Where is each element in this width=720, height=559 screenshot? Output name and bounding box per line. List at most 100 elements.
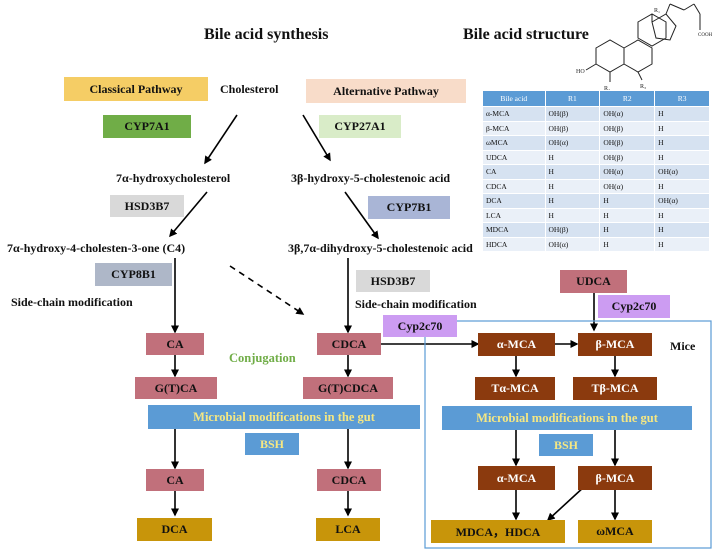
node-ca: CA xyxy=(146,333,204,355)
cholesterol-label: Cholesterol xyxy=(220,82,279,96)
table-cell: H xyxy=(544,164,601,180)
intermediate-hydroxycholesterol: 7α-hydroxycholesterol xyxy=(116,171,231,185)
conjugation-label: Conjugation xyxy=(229,351,296,365)
arrow-cholesterol-to-hydroxycholesterol xyxy=(204,114,238,165)
intermediate-cholestenoic: 3β-hydroxy-5-cholestenoic acid xyxy=(291,171,451,185)
table-cell: OH(α) xyxy=(654,193,710,209)
table-cell: OH(α) xyxy=(599,178,656,194)
table-cell: H xyxy=(654,106,710,122)
node-mdca-hdca: MDCA，HDCA xyxy=(431,520,565,543)
side-chain-left: Side-chain modification xyxy=(11,295,133,309)
table-cell: UDCA xyxy=(482,149,546,165)
table-cell: H xyxy=(599,193,656,209)
table-cell: H xyxy=(654,236,710,252)
intermediate-dihydroxy: 3β,7α-dihydroxy-5-cholestenoic acid xyxy=(288,241,473,255)
arrow-dashed-c4-to-cdca xyxy=(229,265,305,315)
table-cell: OH(β) xyxy=(544,222,601,238)
arrow-hydroxycholesterol-to-c4 xyxy=(169,191,208,238)
table-cell: OH(α) xyxy=(544,135,601,151)
table-header-cell: R1 xyxy=(544,90,601,107)
enzyme-hsd3b7-left: HSD3B7 xyxy=(110,195,184,217)
table-cell: H xyxy=(654,135,710,151)
side-chain-right: Side-chain modification xyxy=(355,297,477,311)
table-cell: H xyxy=(544,178,601,194)
structure-label-ho: HO xyxy=(576,69,585,75)
arrow-bmca-to-mdca xyxy=(546,485,586,522)
intermediate-c4: 7α-hydroxy-4-cholesten-3-one (C4) xyxy=(7,241,186,255)
table-cell: OH(β) xyxy=(599,120,656,136)
table-header-cell: Bile acid xyxy=(482,90,546,107)
alternative-pathway-label: Alternative Pathway xyxy=(306,79,466,103)
node-lca: LCA xyxy=(316,518,380,541)
table-cell: H xyxy=(654,207,710,223)
node-beta-mca: β-MCA xyxy=(578,333,652,356)
table-header-cell: R3 xyxy=(654,90,710,107)
table-cell: MDCA xyxy=(482,222,546,238)
table-cell: OH(α) xyxy=(599,164,656,180)
enzyme-cyp7b1: CYP7B1 xyxy=(368,196,450,219)
mice-label: Mice xyxy=(670,339,696,353)
table-cell: OH(α) xyxy=(544,236,601,252)
table-cell: CA xyxy=(482,164,546,180)
structure-label-r1: R₁ xyxy=(654,8,660,14)
table-cell: α-MCA xyxy=(482,106,546,122)
node-alpha-mca: α-MCA xyxy=(478,333,555,356)
node-gtcdca: G(T)CDCA xyxy=(303,377,393,399)
enzyme-cyp2c70-top: Cyp2c70 xyxy=(598,295,670,318)
node-t-alpha-mca: Tα-MCA xyxy=(475,377,555,400)
table-cell: H xyxy=(654,178,710,194)
table-cell: HDCA xyxy=(482,236,546,252)
bile-acid-skeleton-icon xyxy=(585,3,701,82)
table-cell: H xyxy=(654,120,710,136)
table-cell: OH(β) xyxy=(599,149,656,165)
structure-label-r3: R₃ xyxy=(640,84,646,90)
table-cell: H xyxy=(654,222,710,238)
enzyme-hsd3b7-right: HSD3B7 xyxy=(356,270,430,292)
table-cell: β-MCA xyxy=(482,120,546,136)
table-header-cell: R2 xyxy=(599,90,656,107)
enzyme-cyp2c70-mid: Cyp2c70 xyxy=(383,315,457,337)
table-cell: OH(β) xyxy=(544,120,601,136)
mice-frame xyxy=(424,320,712,549)
table-cell: OH(α) xyxy=(654,164,710,180)
node-omega-mca: ωMCA xyxy=(578,520,652,543)
bsh-left: BSH xyxy=(245,433,299,455)
table-cell: OH(β) xyxy=(544,106,601,122)
enzyme-cyp7a1: CYP7A1 xyxy=(103,115,191,138)
gut-banner-right: Microbial modifications in the gut xyxy=(442,406,692,430)
classical-pathway-label: Classical Pathway xyxy=(64,77,208,101)
enzyme-cyp27a1: CYP27A1 xyxy=(319,115,401,138)
gut-banner-left: Microbial modifications in the gut xyxy=(148,405,420,429)
node-ca-secondary: CA xyxy=(146,469,204,491)
node-cdca: CDCA xyxy=(317,333,381,355)
structure-label-cooh: COOH xyxy=(698,33,713,38)
table-header-row: Bile acid R1 R2 R3 xyxy=(482,90,710,107)
table-cell: ωMCA xyxy=(482,135,546,151)
title-structure: Bile acid structure xyxy=(463,26,589,43)
table-cell: H xyxy=(654,149,710,165)
arrow-cholestenoic-to-dihydroxy xyxy=(344,191,379,240)
table-cell: H xyxy=(544,207,601,223)
table-cell: LCA xyxy=(482,207,546,223)
bsh-right: BSH xyxy=(539,434,593,456)
table-cell: H xyxy=(544,149,601,165)
node-beta-mca-secondary: β-MCA xyxy=(578,466,652,490)
node-alpha-mca-secondary: α-MCA xyxy=(478,466,555,490)
table-cell: CDCA xyxy=(482,178,546,194)
node-gtca: G(T)CA xyxy=(135,377,217,399)
table-cell: DCA xyxy=(482,193,546,209)
node-udca: UDCA xyxy=(560,270,627,293)
table-cell: OH(β) xyxy=(599,135,656,151)
node-t-beta-mca: Tβ-MCA xyxy=(573,377,657,400)
